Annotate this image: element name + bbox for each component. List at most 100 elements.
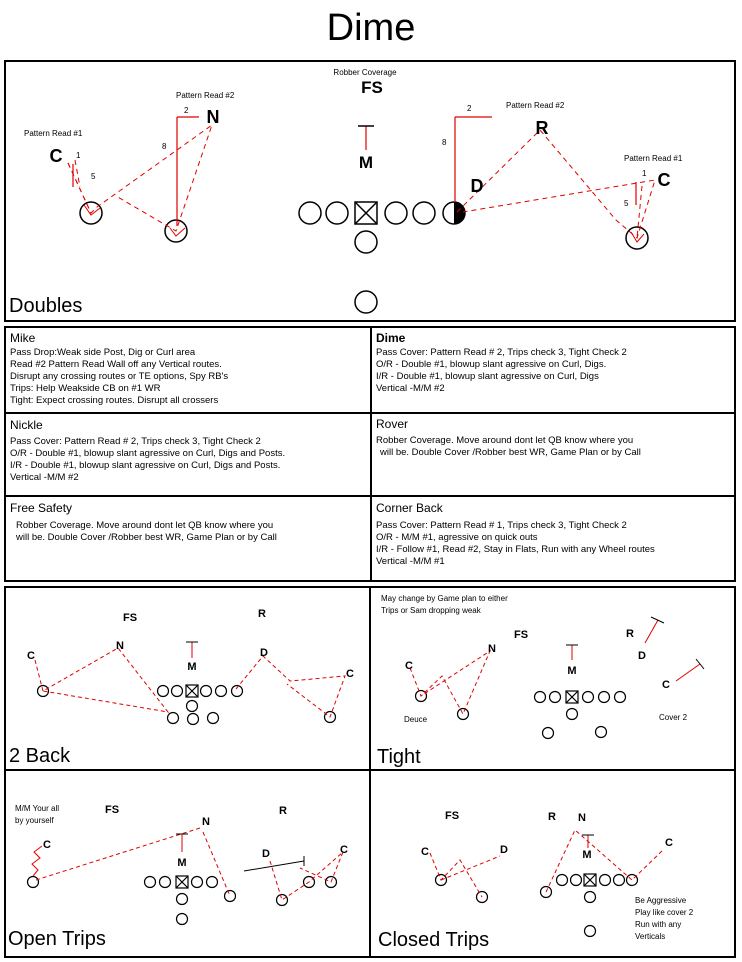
- corner-label: C: [662, 679, 670, 691]
- cover2-label: Cover 2: [659, 713, 688, 722]
- nickel-label: N: [202, 816, 210, 828]
- page-title: Dime: [326, 7, 416, 49]
- role-dime: Dime Pass Cover: Pattern Read # 2, Trips…: [372, 329, 734, 397]
- nickel-label: N: [578, 812, 586, 824]
- mike-label: M: [567, 665, 576, 677]
- formation-name: 2 Back: [9, 745, 71, 767]
- role-line: Robber Coverage. Move around dont let QB…: [16, 520, 274, 531]
- fs-label: FS: [105, 804, 119, 816]
- closed-trips-note: Run with any: [635, 920, 681, 929]
- fs-label: FS: [445, 810, 459, 822]
- role-line: Pass Cover: Pattern Read # 2, Trips chec…: [376, 347, 627, 358]
- player-circle: [384, 201, 408, 225]
- player-circle: [298, 201, 322, 225]
- role-line: O/R - Double #1, blowup slant agressive …: [376, 359, 607, 370]
- role-line: Tight: Expect crossing routes. Disrupt a…: [10, 395, 219, 406]
- deuce-label: Deuce: [404, 715, 428, 724]
- closed-trips-diagram: FS R C D N M C Be Aggressive Play like c…: [378, 810, 694, 951]
- qb-circle: [354, 230, 378, 254]
- rover-label: R: [258, 608, 266, 620]
- depth-label: 1: [642, 169, 647, 178]
- depth-label: 1: [76, 151, 81, 160]
- closed-trips-note: Be Aggressive: [635, 896, 687, 905]
- role-line: I/R - Follow #1, Read #2, Stay in Flats,…: [376, 544, 655, 555]
- role-corner-back: Corner Back Pass Cover: Pattern Read # 1…: [372, 499, 734, 570]
- corner-label: C: [421, 846, 429, 858]
- dime-label: D: [262, 848, 270, 860]
- right-rover-read: Pattern Read #2: [506, 101, 565, 110]
- role-line: Disrupt any crossing routes or TE option…: [10, 371, 229, 382]
- role-name: Corner Back: [376, 501, 443, 515]
- rover-label: R: [279, 805, 287, 817]
- corner-label: C: [340, 844, 348, 856]
- corner-label: C: [43, 839, 51, 851]
- formation-name: Open Trips: [8, 928, 106, 950]
- role-free-safety: Free Safety Robber Coverage. Move around…: [6, 499, 368, 546]
- nickel-label: N: [116, 640, 124, 652]
- role-line: will be. Double Cover /Robber best WR, G…: [16, 532, 277, 543]
- role-line: Vertical -M/M #2: [376, 383, 445, 394]
- role-name: Mike: [10, 331, 36, 345]
- formation-name: Doubles: [9, 295, 82, 317]
- corner-label: C: [665, 837, 673, 849]
- dime-label: D: [638, 650, 646, 662]
- dime-label: D: [500, 844, 508, 856]
- receiver-circle: [625, 226, 649, 250]
- doubles-diagram-panel: [4, 60, 736, 322]
- depth-label: 5: [91, 172, 96, 181]
- role-line: Robber Coverage. Move around dont let QB…: [376, 435, 634, 446]
- corner-label: C: [405, 660, 413, 672]
- receiver-circle: [79, 201, 103, 225]
- rover-label: R: [536, 118, 549, 138]
- depth-label: 2: [467, 104, 472, 113]
- role-line: Vertical -M/M #2: [10, 472, 79, 483]
- open-trips-diagram: M/M Your all by yourself FS R C N M D C …: [8, 804, 348, 950]
- nickel-label: N: [207, 107, 220, 127]
- coverage-label: Robber Coverage: [333, 68, 397, 77]
- depth-label: 8: [162, 142, 167, 151]
- open-trips-note: M/M Your all: [15, 804, 59, 813]
- role-line: I/R - Double #1, blowup slant agressive …: [376, 371, 599, 382]
- role-line: I/R - Double #1, blowup slant agressive …: [10, 460, 281, 471]
- role-line: will be. Double Cover /Robber best WR, G…: [380, 447, 641, 458]
- fs-label: FS: [514, 629, 528, 641]
- rover-label: R: [626, 628, 634, 640]
- left-corner-read: Pattern Read #1: [24, 129, 83, 138]
- role-line: O/R - Double #1, blowup slant agressive …: [10, 448, 286, 459]
- tight-note: May change by Game plan to either: [381, 594, 508, 603]
- role-name: Dime: [376, 331, 406, 345]
- center-box: [354, 201, 378, 225]
- corner-label: C: [346, 668, 354, 680]
- role-line: Pass Drop:Weak side Post, Dig or Curl ar…: [10, 347, 196, 358]
- mike-label: M: [359, 153, 373, 172]
- player-circle: [412, 201, 436, 225]
- role-line: Trips: Help Weakside CB on #1 WR: [10, 383, 161, 394]
- tight-end-half: [454, 202, 465, 224]
- right-corner-label: C: [658, 170, 671, 190]
- corner-label: C: [27, 650, 35, 662]
- nickel-label: N: [488, 643, 496, 655]
- role-name: Rover: [376, 417, 409, 431]
- left-corner-label: C: [50, 146, 63, 166]
- open-trips-note: by yourself: [15, 816, 54, 825]
- depth-label: 2: [184, 106, 189, 115]
- mike-label: M: [187, 661, 196, 673]
- depth-label: 8: [442, 138, 447, 147]
- role-name: Nickle: [10, 418, 43, 432]
- role-name: Free Safety: [10, 501, 73, 515]
- fs-label: FS: [123, 612, 137, 624]
- right-corner-read: Pattern Read #1: [624, 154, 683, 163]
- role-rover: Rover Robber Coverage. Move around dont …: [372, 415, 734, 461]
- role-line: Pass Cover: Pattern Read # 1, Trips chec…: [376, 520, 627, 531]
- role-line: Read #2 Pattern Read Wall off any Vertic…: [10, 359, 222, 370]
- role-nickle: Nickle Pass Cover: Pattern Read # 2, Tri…: [6, 416, 368, 486]
- dime-label: D: [260, 647, 268, 659]
- tight-note: Trips or Sam dropping weak: [381, 606, 482, 615]
- closed-trips-note: Play like cover 2: [635, 908, 694, 917]
- closed-trips-note: Verticals: [635, 932, 665, 941]
- role-line: Pass Cover: Pattern Read # 2, Trips chec…: [10, 436, 261, 447]
- rover-label: R: [548, 811, 556, 823]
- role-line: Vertical -M/M #1: [376, 556, 445, 567]
